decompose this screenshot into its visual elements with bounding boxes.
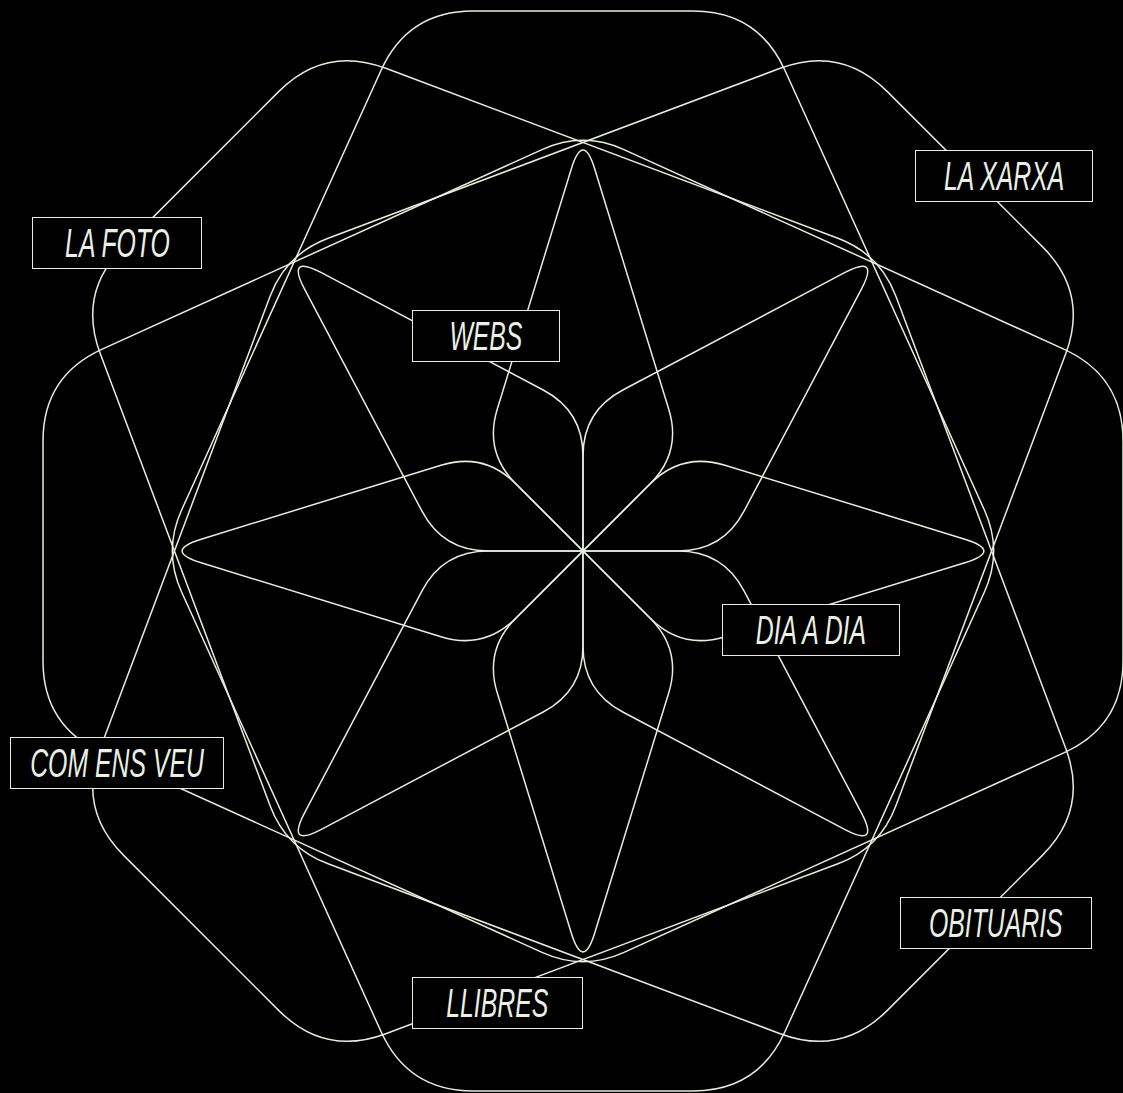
section-label: WEBS <box>449 313 522 359</box>
section-label: COM ENS VEU <box>30 740 204 786</box>
section-label: LA XARXA <box>944 153 1064 199</box>
label-box: COM ENS VEU <box>10 737 224 789</box>
rounded-hexagon <box>172 11 993 1091</box>
label-box: LLIBRES <box>412 977 583 1029</box>
rounded-hexagon <box>93 61 1074 1042</box>
rounded-hexagon <box>43 140 1123 961</box>
section-label: OBITUARIS <box>929 900 1063 946</box>
label-box: DIA A DIA <box>722 604 900 656</box>
label-box: WEBS <box>412 310 560 362</box>
rosette <box>43 11 1123 1091</box>
label-box: LA XARXA <box>915 150 1093 202</box>
label-box: LA FOTO <box>32 217 202 269</box>
section-label: DIA A DIA <box>756 607 866 653</box>
section-label: LA FOTO <box>65 220 170 266</box>
petal-kite <box>583 266 868 551</box>
rounded-hexagon <box>93 61 1074 1042</box>
section-label: LLIBRES <box>446 980 548 1026</box>
label-box: OBITUARIS <box>900 897 1092 949</box>
